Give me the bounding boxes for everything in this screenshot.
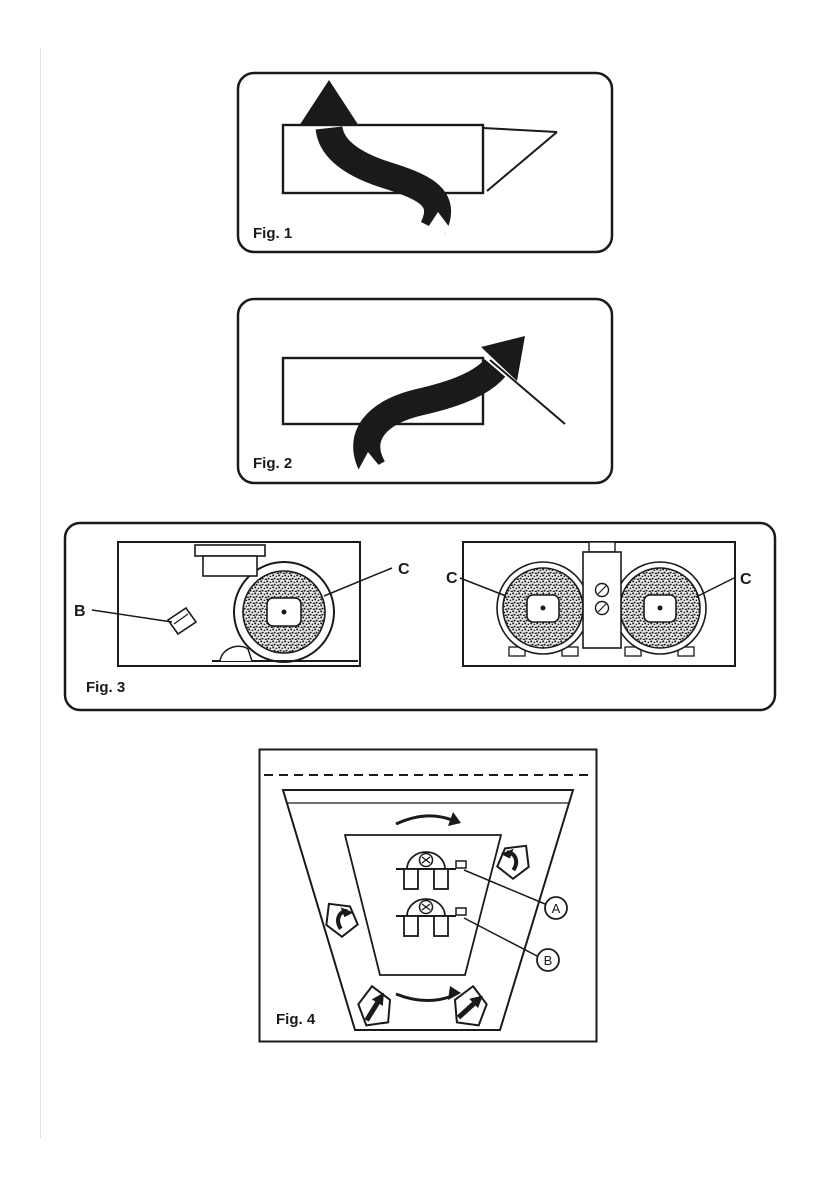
- airflow-arrow-head: [481, 336, 525, 381]
- retainer-leg: [433, 915, 449, 937]
- twist-arrow-bottom-right: [453, 984, 488, 1027]
- figure-4-panel: A B Fig. 4: [258, 748, 598, 1043]
- figure-1-border: [236, 71, 614, 254]
- twin-filter-assembly: [496, 541, 707, 657]
- page-edge-line: [40, 48, 41, 1138]
- airflow-arrow-up: [299, 80, 453, 238]
- airflow-arrow-tail-notch: [421, 212, 453, 238]
- damper-flap-b: [166, 606, 198, 636]
- arrow-head: [469, 995, 483, 1009]
- damper-flap-line: [489, 359, 566, 425]
- filter-hub-dot: [657, 605, 663, 611]
- rotate-arrow-left: [325, 902, 359, 939]
- callout-c-right: C: [740, 571, 752, 588]
- filter-retainer-a: [396, 851, 467, 890]
- figure-3-panel: C B: [62, 520, 778, 713]
- arrow-shaft: [456, 999, 478, 1020]
- figure-2-label: Fig. 2: [253, 455, 292, 472]
- screw-slot: [597, 585, 607, 595]
- duct-collar: [202, 555, 258, 577]
- figure-1-label: Fig. 1: [253, 225, 292, 242]
- rotate-arrow-bottom: [395, 986, 461, 1002]
- retainer-leg: [403, 915, 419, 937]
- callout-b: B: [544, 953, 553, 968]
- figure-1-drawing: Fig. 1: [236, 71, 614, 254]
- figure-2-drawing: Fig. 2: [236, 297, 614, 485]
- rotate-arrow-right: [496, 844, 530, 881]
- rotate-arrow-top: [395, 812, 461, 826]
- arrow-head: [340, 907, 354, 918]
- duct-flange: [194, 544, 266, 557]
- damper-flap-detail: [173, 613, 189, 625]
- leader-b: [91, 609, 173, 623]
- duct-box: [281, 123, 485, 195]
- figure-2-panel: Fig. 2: [235, 296, 615, 486]
- screw-cross: [421, 856, 431, 864]
- figure-4-label: Fig. 4: [276, 1011, 316, 1028]
- airflow-arrow-body: [353, 358, 506, 475]
- airflow-arrow-right: [353, 336, 525, 478]
- retainer-tab: [455, 860, 467, 869]
- twist-arrow-bottom-left: [357, 984, 392, 1027]
- figure-3-drawing: C B: [63, 521, 777, 712]
- leader-a: [463, 869, 546, 905]
- leader-c-left: [323, 567, 393, 597]
- arrow-head: [500, 848, 514, 859]
- filter-retainer-b: [396, 898, 467, 937]
- callout-b-circle: [536, 948, 560, 972]
- arrow-shaft: [364, 999, 382, 1022]
- console-cap: [588, 541, 616, 553]
- blower-assembly: [166, 544, 358, 663]
- damper-top-line: [482, 127, 558, 133]
- center-console: [582, 551, 622, 649]
- airflow-arrow-tail-notch: [354, 452, 386, 478]
- foot: [508, 646, 526, 657]
- screw-slot: [597, 603, 607, 613]
- retainer-tab: [455, 907, 467, 916]
- callout-b: B: [74, 603, 86, 620]
- callout-c-mid: C: [446, 570, 458, 587]
- damper-flap-line: [486, 131, 558, 192]
- arrow-head: [371, 992, 384, 1006]
- leader-c-mid: [459, 577, 507, 597]
- callout-a: A: [552, 901, 561, 916]
- leader-c-right: [695, 576, 737, 598]
- callout-a-circle: [544, 896, 568, 920]
- foot: [677, 646, 695, 657]
- filter-hub-dot: [540, 605, 546, 611]
- figure-4-drawing: A B Fig. 4: [258, 748, 598, 1043]
- arrow-head: [448, 986, 461, 1000]
- airflow-arrow-body: [315, 125, 452, 235]
- screw-cross: [421, 903, 431, 911]
- retainer-leg: [403, 868, 419, 890]
- motor-foot: [219, 645, 253, 662]
- airflow-arrow-head: [299, 80, 359, 126]
- hood-outline: [281, 789, 575, 1031]
- retainer-leg: [433, 868, 449, 890]
- leader-b: [463, 917, 538, 957]
- arrow-head: [448, 812, 461, 826]
- duct-assembly-fig1: [281, 123, 558, 195]
- figure-3-label: Fig. 3: [86, 679, 125, 696]
- figure-1-panel: Fig. 1: [235, 70, 615, 255]
- callout-c-left: C: [398, 561, 410, 578]
- foot: [561, 646, 579, 657]
- filter-hub-dot: [281, 609, 287, 615]
- foot: [624, 646, 642, 657]
